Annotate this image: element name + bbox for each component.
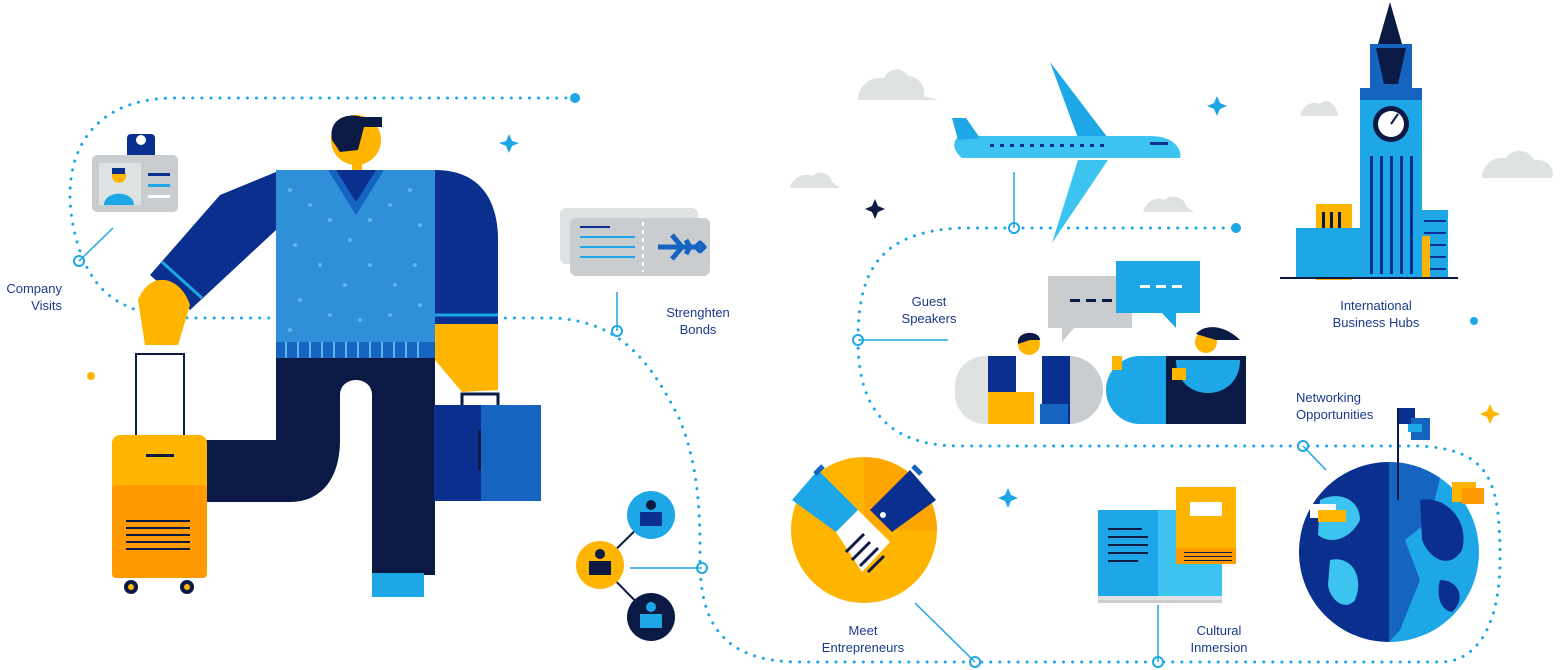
decor-dot: [1470, 317, 1478, 325]
id-badge-icon: [92, 134, 178, 212]
label-international-business-hubs: International Business Hubs: [1332, 298, 1420, 330]
flag-icon: [1397, 408, 1430, 500]
leader-lines: [78, 172, 1327, 663]
label-cultural-immersion: Cultural Inmersion: [1190, 623, 1248, 655]
briefcase-icon: [434, 392, 541, 501]
people-network-icon: [576, 491, 675, 641]
handshake-icon: [791, 457, 937, 603]
label-strengthen-bonds: Strenghten Bonds: [666, 305, 730, 337]
route-endpoint: [570, 93, 580, 103]
cloud-icon: [790, 69, 1566, 212]
speech-bubble-icon: [1048, 261, 1200, 342]
label-meet-entrepreneurs: Meet Entrepreneurs: [821, 623, 905, 655]
big-ben-icon: [1280, 2, 1458, 280]
label-company-visits: Company Visits: [6, 281, 62, 313]
decor-dot: [87, 372, 95, 380]
label-guest-speakers: Guest Speakers: [901, 294, 957, 326]
label-networking-opportunities: Networking Opportunities: [1296, 390, 1374, 422]
guest-speakers-illustration: [955, 327, 1246, 424]
traveller-figure: [138, 115, 498, 597]
sparkle-icon: [499, 96, 1500, 508]
plane-ticket-icon: [560, 208, 710, 276]
suitcase-icon: [112, 353, 207, 594]
book-icon: [1098, 487, 1236, 603]
dotted-route: [68, 96, 1502, 664]
route-endpoint: [1231, 223, 1241, 233]
globe-icon: [1299, 462, 1484, 642]
airplane-icon: [952, 62, 1181, 243]
